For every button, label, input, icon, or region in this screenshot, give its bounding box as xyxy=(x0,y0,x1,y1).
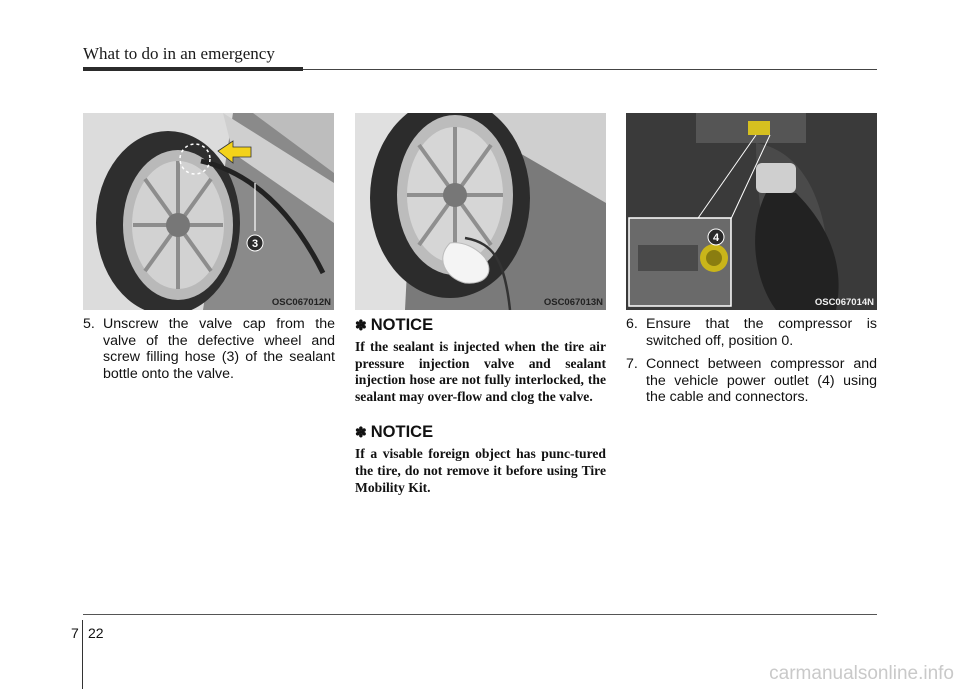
header-rule-thin xyxy=(303,69,877,70)
notice-heading: ✽ NOTICE xyxy=(355,316,606,335)
step-text: Unscrew the valve cap from the valve of … xyxy=(103,316,335,382)
step-number: 5. xyxy=(83,316,95,332)
notice-star-icon: ✽ xyxy=(355,317,367,333)
step-number: 7. xyxy=(626,356,638,372)
notice-body: If the sealant is injected when the tire… xyxy=(355,339,606,404)
figure-code: OSC067012N xyxy=(271,297,331,308)
section-title: What to do in an emergency xyxy=(83,44,275,63)
step-6: 6. Ensure that the compressor is switche… xyxy=(626,316,877,349)
column-1: 5. Unscrew the valve cap from the valve … xyxy=(83,316,335,389)
step-number: 6. xyxy=(626,316,638,332)
notice-title: NOTICE xyxy=(370,316,434,334)
footer-divider xyxy=(82,620,83,689)
step-5: 5. Unscrew the valve cap from the valve … xyxy=(83,316,335,382)
figure-code: OSC067013N xyxy=(543,297,603,308)
callout-3: 3 xyxy=(252,238,258,250)
callout-4: 4 xyxy=(713,232,720,244)
step-text: Ensure that the compressor is switched o… xyxy=(646,316,877,349)
figure-power-outlet: 4 OSC067014N xyxy=(626,113,877,310)
step-text: Connect between compressor and the vehic… xyxy=(646,356,877,405)
watermark: carmanualsonline.info xyxy=(769,663,954,684)
notice-heading: ✽ NOTICE xyxy=(355,423,606,442)
chapter-number: 7 xyxy=(71,625,79,641)
figure-sealant-overflow: OSC067013N xyxy=(355,113,606,310)
notice-star-icon: ✽ xyxy=(355,424,367,441)
page-number: 22 xyxy=(88,625,104,641)
footer-rule xyxy=(83,614,877,615)
column-2: ✽ NOTICE If the sealant is injected when… xyxy=(355,316,606,514)
notice-body: If a visable foreign object has punc-tur… xyxy=(355,446,606,495)
figure-code: OSC067014N xyxy=(814,297,874,308)
figure-wheel-hose: 3 OSC067012N xyxy=(83,113,334,310)
header-rule-thick xyxy=(83,67,303,71)
step-7: 7. Connect between compressor and the ve… xyxy=(626,356,877,406)
notice-title: NOTICE xyxy=(370,423,434,442)
column-3: 6. Ensure that the compressor is switche… xyxy=(626,316,877,413)
